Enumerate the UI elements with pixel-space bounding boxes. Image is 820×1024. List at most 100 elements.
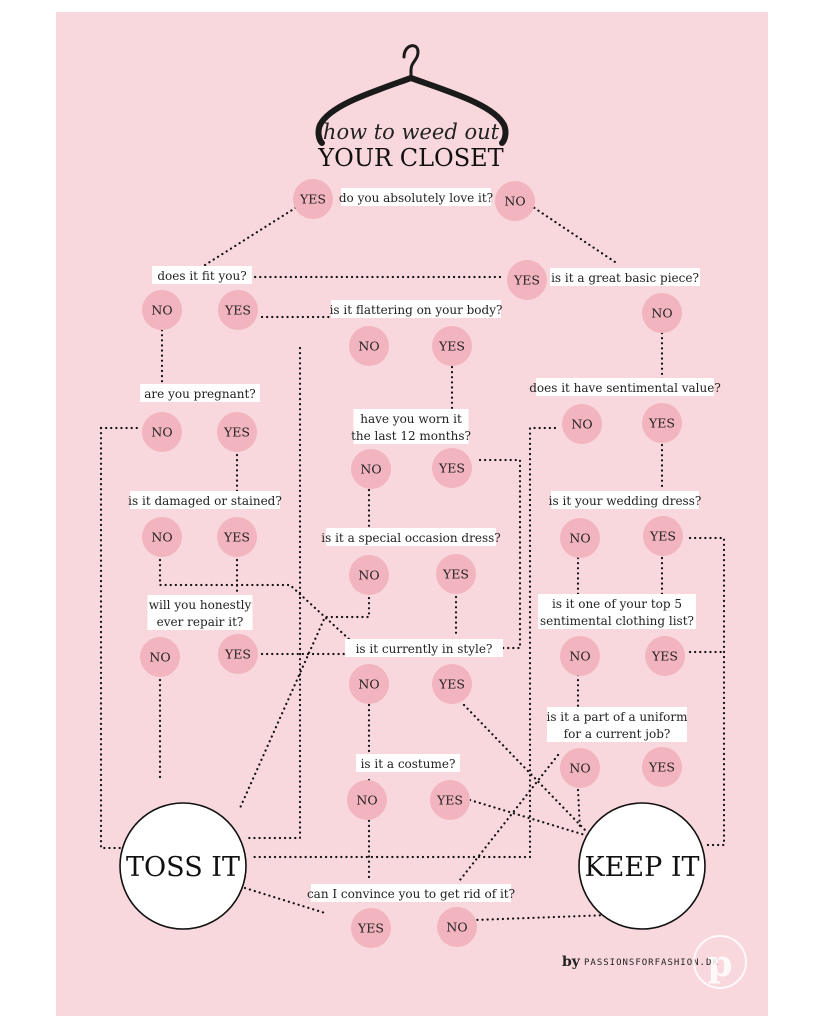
title-script: how to weed out (323, 120, 500, 144)
answer-label: NO (569, 649, 590, 664)
answer-label: YES (224, 303, 251, 318)
answer-label: YES (648, 760, 675, 775)
connector-line (468, 798, 587, 837)
answer-label: YES (299, 192, 326, 207)
question-text: is it a costume? (361, 757, 456, 771)
answer-label: NO (356, 793, 377, 808)
answer-yes: YES (430, 780, 470, 820)
hanger-icon (315, 44, 509, 146)
title-main: YOUR CLOSET (317, 144, 503, 172)
answer-label: YES (357, 921, 384, 936)
question-basic: is it a great basic piece? (550, 268, 700, 286)
answer-no: NO (349, 664, 389, 704)
answer-label: NO (151, 303, 172, 318)
answer-label: NO (360, 462, 381, 477)
connector-line (473, 913, 612, 922)
question-text: do you absolutely love it? (339, 191, 493, 205)
answer-yes: YES (432, 664, 472, 704)
answer-no: NO (347, 780, 387, 820)
answer-no: NO (142, 412, 182, 452)
answer-no: NO (562, 404, 602, 444)
svg-text:p: p (707, 943, 732, 985)
pinterest-icon: p (693, 935, 747, 989)
answer-label: NO (151, 530, 172, 545)
connector-line (203, 203, 302, 267)
answer-label: YES (436, 793, 463, 808)
answer-yes: YES (351, 908, 391, 948)
answer-no: NO (642, 293, 682, 333)
question-text: for a current job? (564, 727, 671, 741)
credit-by: by (562, 954, 581, 970)
answer-label: NO (571, 417, 592, 432)
answer-label: YES (513, 273, 540, 288)
question-pregnant: are you pregnant? (140, 384, 260, 402)
answer-yes: YES (217, 517, 257, 557)
toss-it-label: TOSS IT (126, 852, 240, 883)
answer-label: NO (151, 425, 172, 440)
question-text: have you worn it (360, 412, 462, 426)
connector-line (576, 788, 582, 832)
question-text: does it fit you? (157, 269, 246, 283)
connector-line (238, 596, 371, 810)
connector-line (243, 346, 302, 840)
answer-yes: YES (432, 448, 472, 488)
toss-it-outcome: TOSS IT (119, 802, 247, 930)
connector-lines (99, 203, 726, 922)
answer-label: YES (438, 461, 465, 476)
answer-label: NO (358, 339, 379, 354)
question-text: is it damaged or stained? (128, 494, 282, 508)
connector-line (528, 203, 617, 264)
answer-no: NO (351, 449, 391, 489)
answer-label: YES (651, 649, 678, 664)
question-text: is it a great basic piece? (551, 271, 699, 285)
answer-yes: YES (645, 636, 685, 676)
answer-no: NO (437, 907, 477, 947)
question-sentimental: does it have sentimental value? (529, 378, 721, 396)
question-convince: can I convince you to get rid of it? (307, 884, 515, 902)
answer-label: YES (223, 425, 250, 440)
answer-label: NO (504, 194, 525, 209)
answer-no: NO (140, 637, 180, 677)
question-special: is it a special occasion dress? (321, 528, 501, 546)
answer-label: YES (649, 529, 676, 544)
question-text: is it flattering on your body? (330, 303, 503, 317)
answer-yes: YES (642, 403, 682, 443)
answer-label: YES (224, 647, 251, 662)
connector-line (462, 703, 587, 832)
question-costume: is it a costume? (356, 754, 460, 772)
answer-label: NO (569, 761, 590, 776)
question-text: can I convince you to get rid of it? (307, 887, 515, 901)
answer-no: NO (349, 555, 389, 595)
question-flattering: is it flattering on your body? (330, 300, 503, 318)
answer-yes: YES (642, 747, 682, 787)
answer-no: NO (142, 290, 182, 330)
question-damaged: is it damaged or stained? (128, 491, 282, 509)
answer-yes: YES (217, 412, 257, 452)
answer-no: NO (495, 181, 535, 221)
question-text: does it have sentimental value? (529, 381, 721, 395)
question-style: is it currently in style? (345, 639, 503, 657)
answer-yes: YES (507, 260, 547, 300)
answer-yes: YES (218, 290, 258, 330)
keep-it-outcome: KEEP IT (578, 802, 706, 930)
question-fit: does it fit you? (152, 266, 252, 284)
question-love: do you absolutely love it? (339, 188, 493, 206)
answer-no: NO (349, 326, 389, 366)
answer-label: YES (438, 339, 465, 354)
connector-line (478, 458, 522, 650)
answer-yes: YES (218, 634, 258, 674)
answer-no: NO (560, 748, 600, 788)
connector-line (458, 753, 560, 882)
answer-no: NO (560, 518, 600, 558)
answer-bubbles: YES NO YES NO YES NO NO YES NO YES NO YES NO YES NO YES… (140, 179, 685, 948)
question-text: are you pregnant? (144, 387, 255, 401)
answer-label: NO (149, 650, 170, 665)
question-text: is it currently in style? (356, 642, 493, 656)
question-text: is it one of your top 5 (552, 597, 682, 611)
answer-label: NO (446, 920, 467, 935)
connector-line (688, 536, 726, 847)
